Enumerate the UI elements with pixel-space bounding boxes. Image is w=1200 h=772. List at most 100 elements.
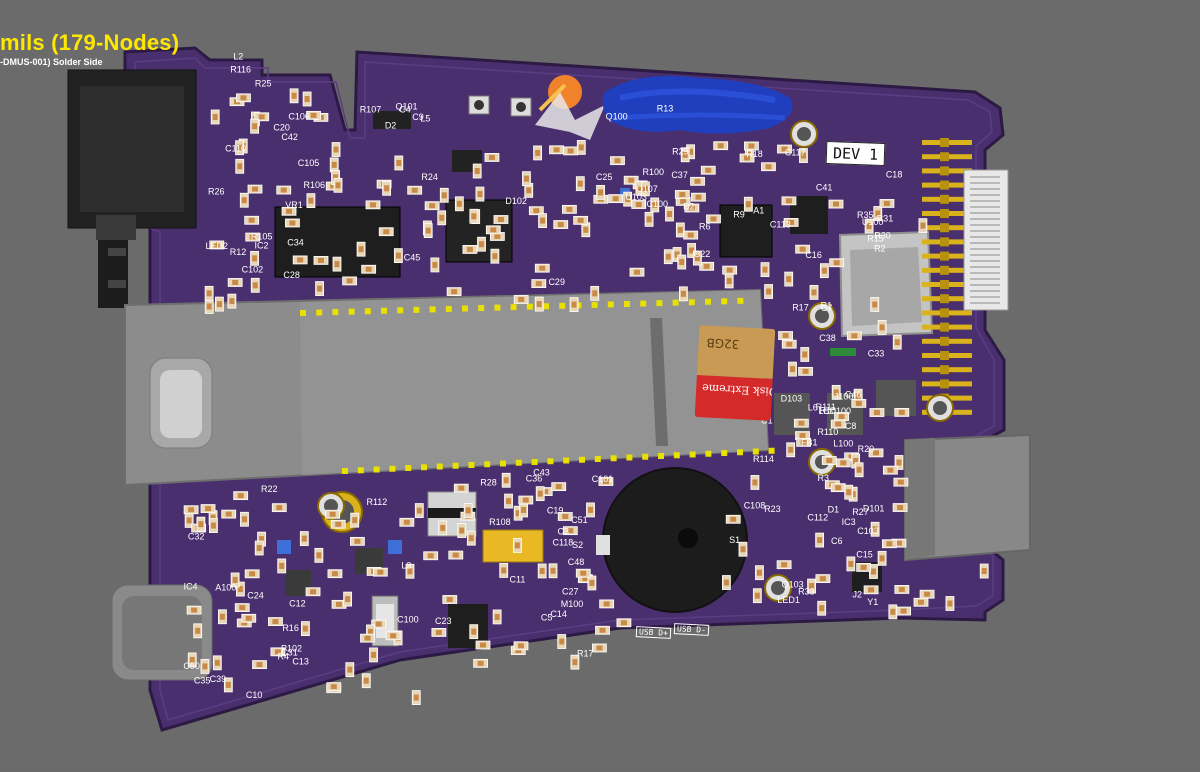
refdes-label: C3 — [558, 526, 570, 536]
refdes-label: C35 — [194, 675, 211, 685]
sd-card: 32GB SanDisk Extreme — [694, 325, 776, 421]
refdes-label: R6 — [699, 221, 711, 231]
refdes-label: R35 — [857, 210, 874, 220]
refdes-label: R106 — [304, 180, 326, 190]
refdes-label: D103 — [781, 393, 803, 403]
refdes-label: C29 — [548, 277, 565, 287]
refdes-label: C9 — [412, 112, 424, 122]
refdes-label: R22 — [261, 484, 278, 494]
refdes-label: R16 — [282, 623, 299, 633]
refdes-label: Q101 — [396, 102, 418, 112]
refdes-label: C23 — [435, 616, 452, 626]
refdes-label: R111 — [816, 402, 836, 412]
refdes-label: C10 — [246, 690, 263, 700]
refdes-label: R116 — [230, 65, 251, 75]
refdes-label: C39 — [210, 674, 227, 684]
refdes-label: C14 — [550, 609, 567, 619]
refdes-label: C101 — [592, 474, 614, 484]
refdes-label: M100 — [561, 599, 584, 609]
refdes-label: R18 — [746, 149, 763, 159]
refdes-label: R12 — [230, 247, 247, 257]
refdes-label: LED1 — [777, 595, 800, 605]
refdes-label: C117 — [785, 147, 806, 157]
refdes-label: R29 — [672, 146, 689, 156]
refdes-label: U100 — [862, 217, 884, 227]
refdes-label: C108 — [744, 501, 766, 511]
refdes-label: Y1 — [867, 597, 878, 607]
refdes-label: R17 — [577, 649, 594, 659]
refdes-label: R108 — [489, 517, 511, 527]
refdes-label: LED100 — [818, 406, 851, 416]
refdes-label: R23 — [764, 504, 781, 514]
refdes-label: R30 — [874, 231, 891, 241]
refdes-label: R24 — [421, 172, 438, 182]
refdes-label: IC2 — [254, 241, 268, 251]
usb-dplus-label: USB D+ — [635, 626, 672, 639]
buzzer-ic100 — [602, 467, 748, 613]
refdes-label: FB1 — [801, 437, 818, 447]
refdes-label: R13 — [657, 104, 674, 114]
refdes-label: Q100 — [606, 111, 628, 121]
silkscreen-labels: C34R29R30C38C35R28R27R12R13C37C33C32C48L… — [183, 52, 902, 700]
refdes-label: C51 — [571, 515, 588, 525]
refdes-label: C100 — [397, 614, 419, 624]
refdes-label: S1 — [729, 535, 740, 545]
smd-passives — [183, 88, 989, 705]
refdes-label: U103 — [625, 192, 647, 202]
refdes-label: C24 — [247, 591, 264, 601]
refdes-label: R114 — [753, 454, 774, 464]
refdes-label: C4 — [399, 105, 411, 115]
refdes-label: C43 — [533, 468, 550, 478]
refdes-label: C48 — [568, 557, 585, 567]
refdes-label: C31 — [281, 647, 298, 657]
refdes-label: C37 — [671, 170, 688, 180]
refdes-label: D1 — [828, 504, 840, 514]
refdes-label: IC4 — [183, 582, 197, 592]
refdes-label: J2 — [852, 589, 862, 599]
refdes-label: L5 — [420, 114, 430, 124]
refdes-label: C41 — [816, 183, 833, 193]
refdes-label: C106 — [288, 112, 310, 122]
refdes-label: C5 — [541, 613, 553, 623]
refdes-label: R31 — [877, 213, 894, 223]
refdes-label: C27 — [562, 587, 579, 597]
refdes-label: C102 — [242, 264, 264, 274]
refdes-label: C107 — [636, 184, 658, 194]
refdes-label: R4 — [277, 652, 289, 662]
refdes-label: R9 — [733, 209, 745, 219]
refdes-label: D102 — [505, 196, 527, 206]
refdes-label: J100 — [834, 391, 854, 401]
refdes-label: C36 — [526, 474, 543, 484]
module-pad-rows — [300, 297, 775, 474]
refdes-label: S2 — [572, 540, 583, 550]
refdes-label: R100 — [643, 167, 665, 177]
refdes-label: L2 — [233, 52, 243, 62]
refdes-label: A100 — [215, 582, 236, 592]
refdes-label: R3 — [817, 473, 829, 483]
refdes-label: C16 — [805, 250, 822, 260]
hud-subtitle: -DMUS-001) Solder Side — [0, 57, 103, 67]
refdes-label: A1 — [753, 205, 764, 215]
usb-dminus-label: USB D- — [673, 623, 710, 636]
refdes-label: R110 — [817, 427, 838, 437]
refdes-label: D2 — [385, 120, 397, 130]
refdes-label: R2 — [874, 243, 886, 253]
refdes-label: R105 — [251, 231, 273, 241]
refdes-label: R33 — [798, 586, 815, 596]
refdes-label: R17 — [792, 303, 809, 313]
refdes-label: R20 — [858, 444, 875, 454]
refdes-label: C103 — [857, 526, 879, 536]
refdes-label: R28 — [480, 478, 497, 488]
refdes-label: C32 — [188, 531, 205, 541]
refdes-label: D2 — [683, 201, 695, 211]
refdes-label: R27 — [852, 507, 869, 517]
refdes-label: C28 — [283, 270, 300, 280]
hud-title: mils (179-Nodes) — [0, 30, 180, 55]
refdes-label: C42 — [281, 132, 298, 142]
refdes-label: C50 — [183, 661, 200, 671]
refdes-label: C18 — [886, 170, 903, 180]
refdes-label: C8 — [845, 421, 857, 431]
refdes-label: C45 — [404, 253, 421, 263]
